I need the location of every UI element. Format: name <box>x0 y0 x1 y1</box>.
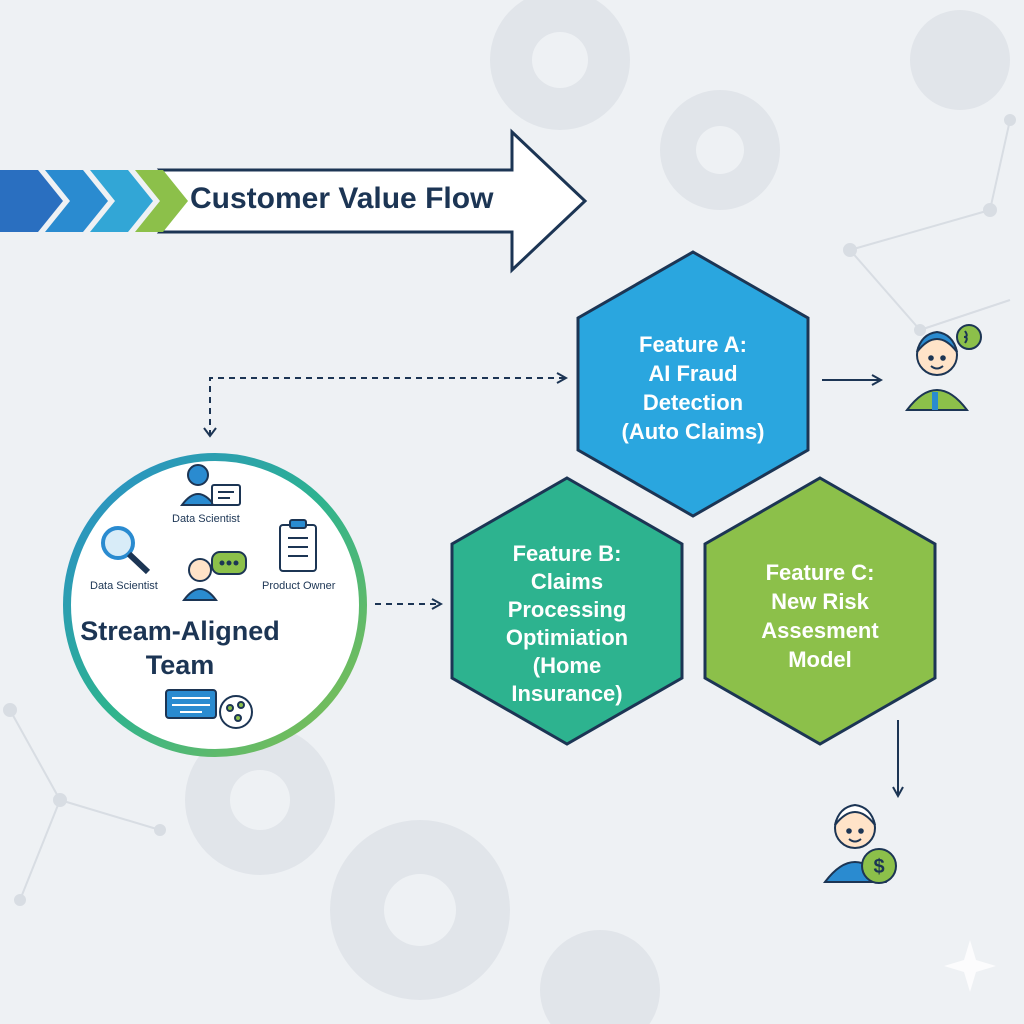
feature-a-line2: AI Fraud <box>648 361 738 386</box>
svg-text:$: $ <box>873 856 884 878</box>
flow-title: Customer Value Flow <box>190 182 494 215</box>
team-name: Stream-Aligned Team <box>80 614 280 682</box>
feature-a-label: Feature A: AI Fraud Detection (Auto Clai… <box>593 330 793 446</box>
feature-c-line1: Feature C: <box>765 560 875 585</box>
feature-b-line1: Feature B: <box>512 541 622 566</box>
role-label-right: Product Owner <box>262 580 336 592</box>
dashed-connector-arrowhead-down <box>203 427 217 438</box>
dollar-icon <box>956 324 982 350</box>
presenter-icon <box>180 464 241 506</box>
feature-b-line5: (Home <box>532 653 602 678</box>
feature-a-hexagon[interactable] <box>576 250 810 518</box>
feature-c-hexagon[interactable] <box>703 476 937 746</box>
feature-b-line6: Insurance) <box>511 681 623 706</box>
feature-b-line4: Optimiation <box>505 625 629 650</box>
role-label-left: Data Scientist <box>90 580 158 592</box>
feature-c-line4: Model <box>788 647 852 672</box>
feature-c-line2: New Risk <box>771 589 869 614</box>
customer-icon <box>822 803 888 883</box>
feature-b-label: Feature B: Claims Processing Optimiation… <box>467 540 667 708</box>
network-icon <box>3 114 1016 906</box>
clipboard-icon <box>279 519 317 572</box>
feature-b-hexagon[interactable] <box>450 476 684 746</box>
customer-icon <box>904 330 970 411</box>
feature-b-line2: Claims <box>530 569 604 594</box>
feature-b-line3: Processing <box>507 597 627 622</box>
feature-a-line1: Feature A: <box>639 332 747 357</box>
team-name-line1: Stream-Aligned <box>80 616 280 646</box>
feature-a-line4: (Auto Claims) <box>621 419 765 444</box>
feature-c-line3: Assesment <box>761 618 879 643</box>
dashed-connector-team-to-a <box>209 378 565 436</box>
team-name-line2: Team <box>145 650 215 680</box>
feature-c-label: Feature C: New Risk Assesment Model <box>720 558 920 674</box>
banner-chevrons <box>0 170 188 232</box>
feature-a-line3: Detection <box>642 390 744 415</box>
sparkle-icon <box>944 940 996 992</box>
dollar-icon: $ <box>861 848 897 884</box>
search-icon <box>101 526 151 575</box>
chat-person-icon <box>182 551 247 601</box>
role-label-top: Data Scientist <box>172 513 240 525</box>
keyboard-icon <box>165 689 253 729</box>
